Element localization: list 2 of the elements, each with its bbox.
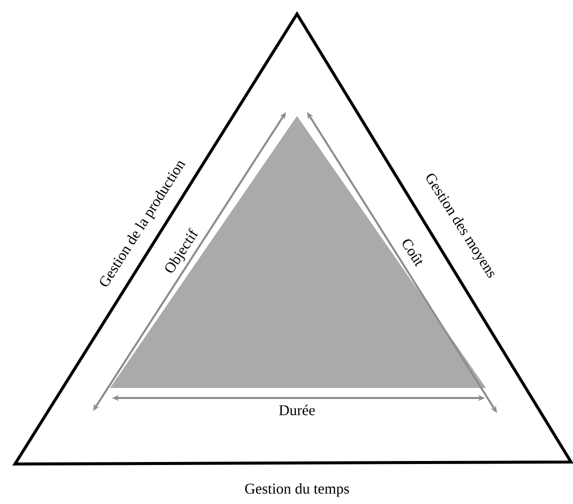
side-label: Gestion du temps [245,483,349,497]
arrow-label: Durée [278,404,316,416]
